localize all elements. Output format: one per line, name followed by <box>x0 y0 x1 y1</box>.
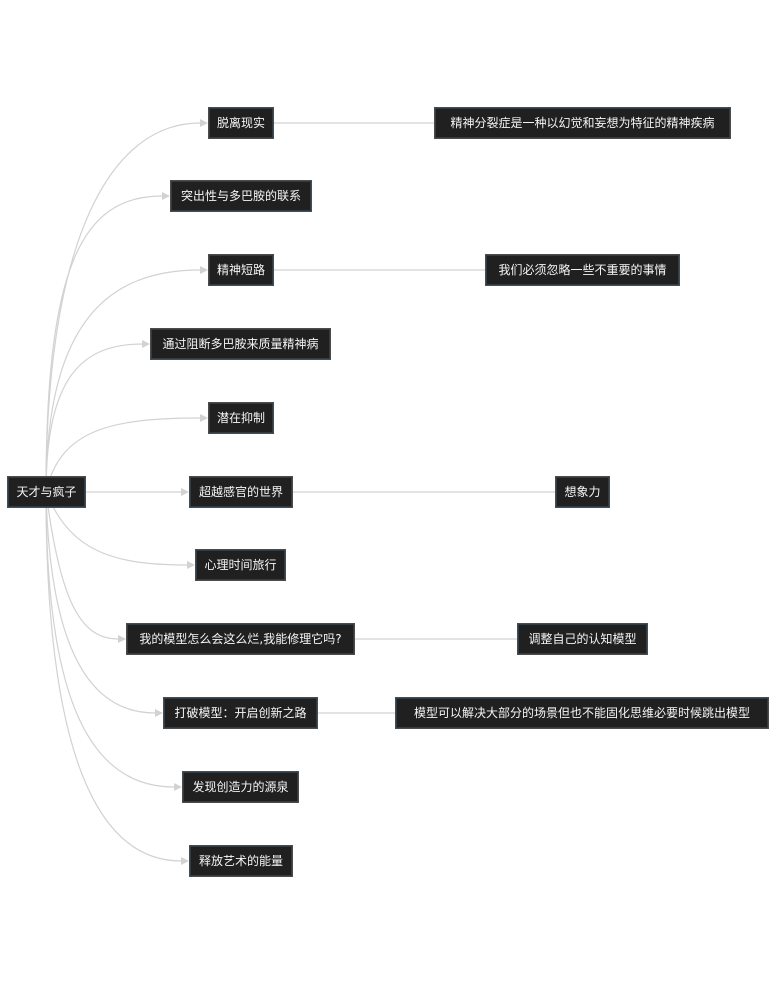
branch-node[interactable]: 超越感官的世界 <box>189 476 293 508</box>
branch-node[interactable]: 心理时间旅行 <box>195 549 286 581</box>
child-node[interactable]: 调整自己的认知模型 <box>517 623 648 655</box>
arrow-head <box>200 266 208 274</box>
branch-node[interactable]: 释放艺术的能量 <box>189 845 293 877</box>
edge-root-branch-6 <box>45 491 188 566</box>
arrow-head <box>142 340 150 348</box>
arrow-head <box>155 709 163 717</box>
arrow-head <box>187 561 195 569</box>
root-node[interactable]: 天才与疯子 <box>7 476 86 508</box>
edge-root-branch-3 <box>45 343 143 493</box>
branch-node[interactable]: 潜在抑制 <box>208 402 274 434</box>
edge-root-branch-8 <box>45 491 156 714</box>
arrow-head <box>118 635 126 643</box>
branch-node[interactable]: 发现创造力的源泉 <box>182 771 299 803</box>
arrow-head <box>200 119 208 127</box>
edge-root-branch-0 <box>45 122 201 493</box>
child-node[interactable]: 我们必须忽略一些不重要的事情 <box>485 254 680 286</box>
arrow-head <box>200 414 208 422</box>
edge-root-branch-4 <box>45 417 201 493</box>
arrow-head <box>181 857 189 865</box>
edge-root-branch-1 <box>45 195 163 493</box>
child-node[interactable]: 想象力 <box>555 476 610 508</box>
branch-node[interactable]: 打破模型：开启创新之路 <box>163 697 318 729</box>
edge-root-branch-10 <box>45 491 182 862</box>
branch-node[interactable]: 我的模型怎么会这么烂,我能修理它吗? <box>126 623 355 655</box>
arrow-head <box>181 488 189 496</box>
branch-node[interactable]: 通过阻断多巴胺来质量精神病 <box>150 328 331 360</box>
branch-node[interactable]: 精神短路 <box>208 254 274 286</box>
edge-root-branch-7 <box>45 491 119 640</box>
arrow-head <box>174 783 182 791</box>
branch-node[interactable]: 脱离现实 <box>208 107 274 139</box>
edge-root-branch-9 <box>45 491 175 788</box>
child-node[interactable]: 精神分裂症是一种以幻觉和妄想为特征的精神疾病 <box>434 107 731 139</box>
arrow-head <box>162 192 170 200</box>
branch-node[interactable]: 突出性与多巴胺的联系 <box>170 180 312 212</box>
child-node[interactable]: 模型可以解决大部分的场景但也不能固化思维必要时候跳出模型 <box>395 697 769 729</box>
edge-root-branch-2 <box>45 269 201 493</box>
